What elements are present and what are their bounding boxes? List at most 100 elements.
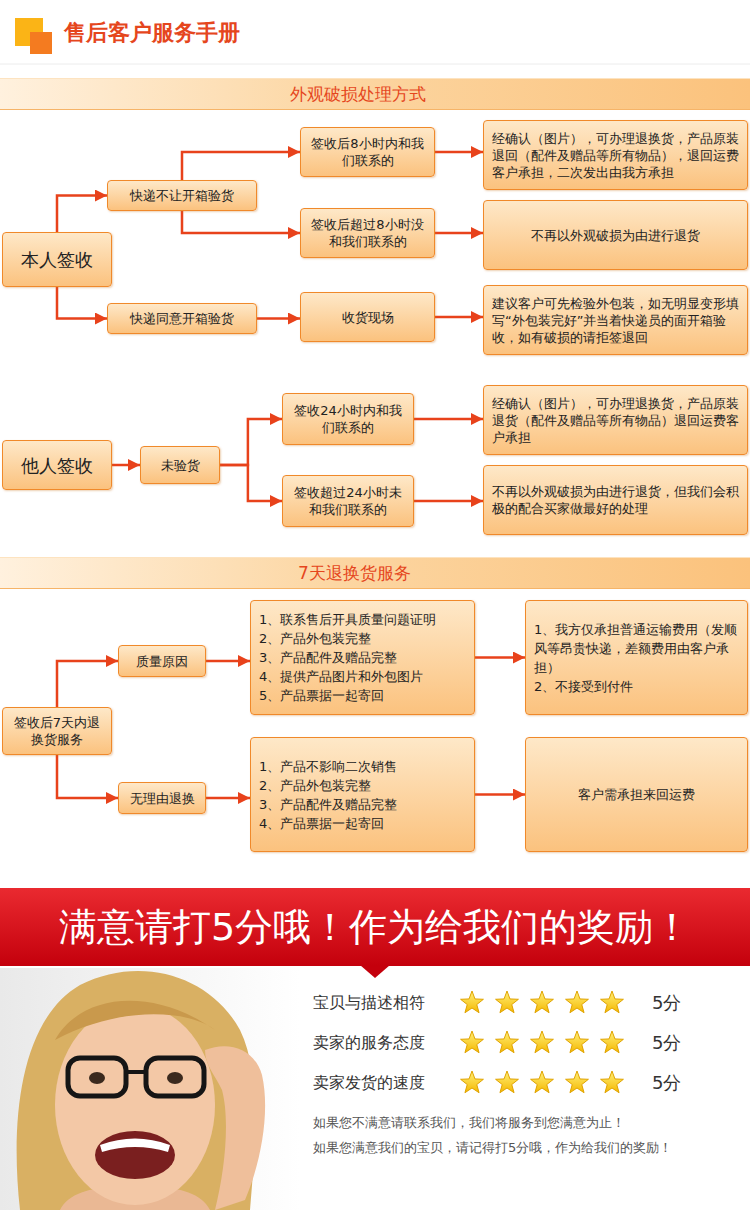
rating-label: 卖家的服务态度 <box>313 1032 458 1054</box>
node-text: 满意请打5分哦！作为给我们的奖励！ <box>0 904 750 950</box>
flow-arrow <box>182 152 300 180</box>
node-text: 快递同意开箱验货 <box>116 310 248 327</box>
section-band: 外观破损处理方式 <box>0 78 750 110</box>
flow-arrow <box>57 661 118 707</box>
process-box: 不再以外观破损为由进行退货，但我们会积极的配合买家做最好的处理 <box>483 465 748 535</box>
flow-arrow <box>435 151 483 154</box>
node-text: 2、不接受到付件 <box>534 677 739 696</box>
star <box>531 1031 554 1053</box>
score-text: 5分 <box>652 990 722 1015</box>
process-box: 1、产品不影响二次销售2、产品外包装完整3、产品配件及赠品完整4、产品票据一起寄… <box>250 737 475 852</box>
face <box>55 1005 215 1205</box>
star <box>566 1071 589 1093</box>
flow-arrow <box>57 287 107 319</box>
node-text: 建议客户可先检验外包装，如无明显变形填写“外包装完好”并当着快递员的面开箱验收，… <box>492 295 739 346</box>
node-text: 质量原因 <box>127 653 197 670</box>
process-box: 签收24小时内和我们联系的 <box>282 393 414 445</box>
process-box: 快递不让开箱验货 <box>107 180 257 211</box>
star <box>601 991 624 1013</box>
node-text: 他人签收 <box>11 454 103 477</box>
flow-arrow <box>257 317 300 320</box>
node-text: 7天退换货服务 <box>298 559 750 587</box>
flow-arrow <box>182 211 300 233</box>
section-band: 7天退换货服务 <box>0 557 750 589</box>
node-text: 签收后7天内退换货服务 <box>11 714 103 748</box>
node-text: 不再以外观破损为由进行退货，但我们会积极的配合买家做最好的处理 <box>492 483 739 517</box>
flow-arrow <box>414 418 483 421</box>
node-text: 签收后超过8小时没和我们联系的 <box>309 216 426 250</box>
process-box: 签收后7天内退换货服务 <box>2 707 112 755</box>
note-text: 如果您不满意请联系我们，我们将服务到您满意为止！ <box>313 1114 745 1132</box>
process-box: 本人签收 <box>2 232 112 287</box>
node-text: 3、产品配件及赠品完整 <box>259 648 466 667</box>
process-box: 收货现场 <box>300 292 435 342</box>
flow-arrow <box>220 419 282 465</box>
process-box: 建议客户可先检验外包装，如无明显变形填写“外包装完好”并当着快递员的面开箱验收，… <box>483 285 748 355</box>
node-text: 收货现场 <box>309 309 426 326</box>
flow-arrow <box>220 465 282 501</box>
node-text: 外观破损处理方式 <box>290 80 750 108</box>
process-box: 1、我方仅承担普通运输费用（发顺风等昂贵快递，差额费用由客户承担）2、不接受到付… <box>525 600 748 715</box>
node-text: 不再以外观破损为由进行退货 <box>492 227 739 244</box>
node-text: 经确认（图片），可办理退换货，产品原装退货（配件及赠品等所有物品）退回运费客户承… <box>492 395 739 446</box>
process-box: 未验货 <box>140 446 220 484</box>
page-title: 售后客户服务手册 <box>64 16 240 50</box>
flow-arrow <box>206 797 250 800</box>
node-text: 签收24小时内和我们联系的 <box>291 402 405 436</box>
star <box>461 1031 484 1053</box>
process-box: 签收后超过8小时没和我们联系的 <box>300 208 435 258</box>
woman-photo <box>0 968 300 1210</box>
logo-square <box>30 32 52 54</box>
mouth <box>95 1131 175 1179</box>
star <box>496 991 519 1013</box>
node-text: 1、产品不影响二次销售 <box>259 757 466 776</box>
flow-arrow <box>112 464 140 467</box>
node-text: 快递不让开箱验货 <box>116 187 248 204</box>
node-text: 未验货 <box>149 457 211 474</box>
star <box>496 1031 519 1053</box>
star <box>496 1071 519 1093</box>
banner-pointer <box>360 965 390 978</box>
flow-arrow <box>57 196 107 233</box>
hand <box>205 1046 265 1210</box>
flow-arrow <box>57 755 118 798</box>
hair-fringe <box>55 1001 215 1040</box>
flow-arrow <box>414 500 483 503</box>
node-text: 1、我方仅承担普通运输费用（发顺风等昂贵快递，差额费用由客户承担） <box>534 620 739 677</box>
node-text: 经确认（图片），可办理退换货，产品原装退回（配件及赠品等所有物品），退回运费客户… <box>492 130 739 181</box>
star <box>461 991 484 1013</box>
eye <box>89 1072 105 1084</box>
flow-arrow <box>475 793 525 796</box>
node-text: 客户需承担来回运费 <box>534 786 739 803</box>
glasses-bridge <box>126 1070 146 1074</box>
process-box: 无理由退换 <box>118 782 206 814</box>
process-box: 1、联系售后开具质量问题证明2、产品外包装完整3、产品配件及赠品完整4、提供产品… <box>250 600 475 715</box>
glasses <box>68 1058 126 1096</box>
score-text: 5分 <box>652 1070 722 1095</box>
photo-ground <box>0 968 300 1210</box>
node-text: 签收超过24小时未和我们联系的 <box>291 484 405 518</box>
teeth <box>100 1139 170 1153</box>
process-box: 客户需承担来回运费 <box>525 737 748 852</box>
flow-arrow <box>206 660 250 663</box>
process-box: 经确认（图片），可办理退换货，产品原装退回（配件及赠品等所有物品），退回运费客户… <box>483 120 748 190</box>
star <box>601 1031 624 1053</box>
star <box>531 1071 554 1093</box>
rating-stars <box>461 991 624 1093</box>
star <box>566 1031 589 1053</box>
process-box: 签收后8小时内和我们联系的 <box>300 127 435 177</box>
node-text: 2、产品外包装完整 <box>259 629 466 648</box>
node-text: 3、产品配件及赠品完整 <box>259 795 466 814</box>
process-box: 经确认（图片），可办理退换货，产品原装退货（配件及赠品等所有物品）退回运费客户承… <box>483 385 748 455</box>
star <box>566 991 589 1013</box>
star <box>461 1071 484 1093</box>
node-text: 1、联系售后开具质量问题证明 <box>259 610 466 629</box>
score-text: 5分 <box>652 1030 722 1055</box>
rating-banner: 满意请打5分哦！作为给我们的奖励！ <box>0 888 750 966</box>
process-box: 质量原因 <box>118 645 206 677</box>
flow-arrow <box>435 232 483 235</box>
node-text: 5、产品票据一起寄回 <box>259 686 466 705</box>
node-text: 签收后8小时内和我们联系的 <box>309 135 426 169</box>
glasses <box>146 1058 204 1096</box>
rating-label: 宝贝与描述相符 <box>313 992 458 1014</box>
